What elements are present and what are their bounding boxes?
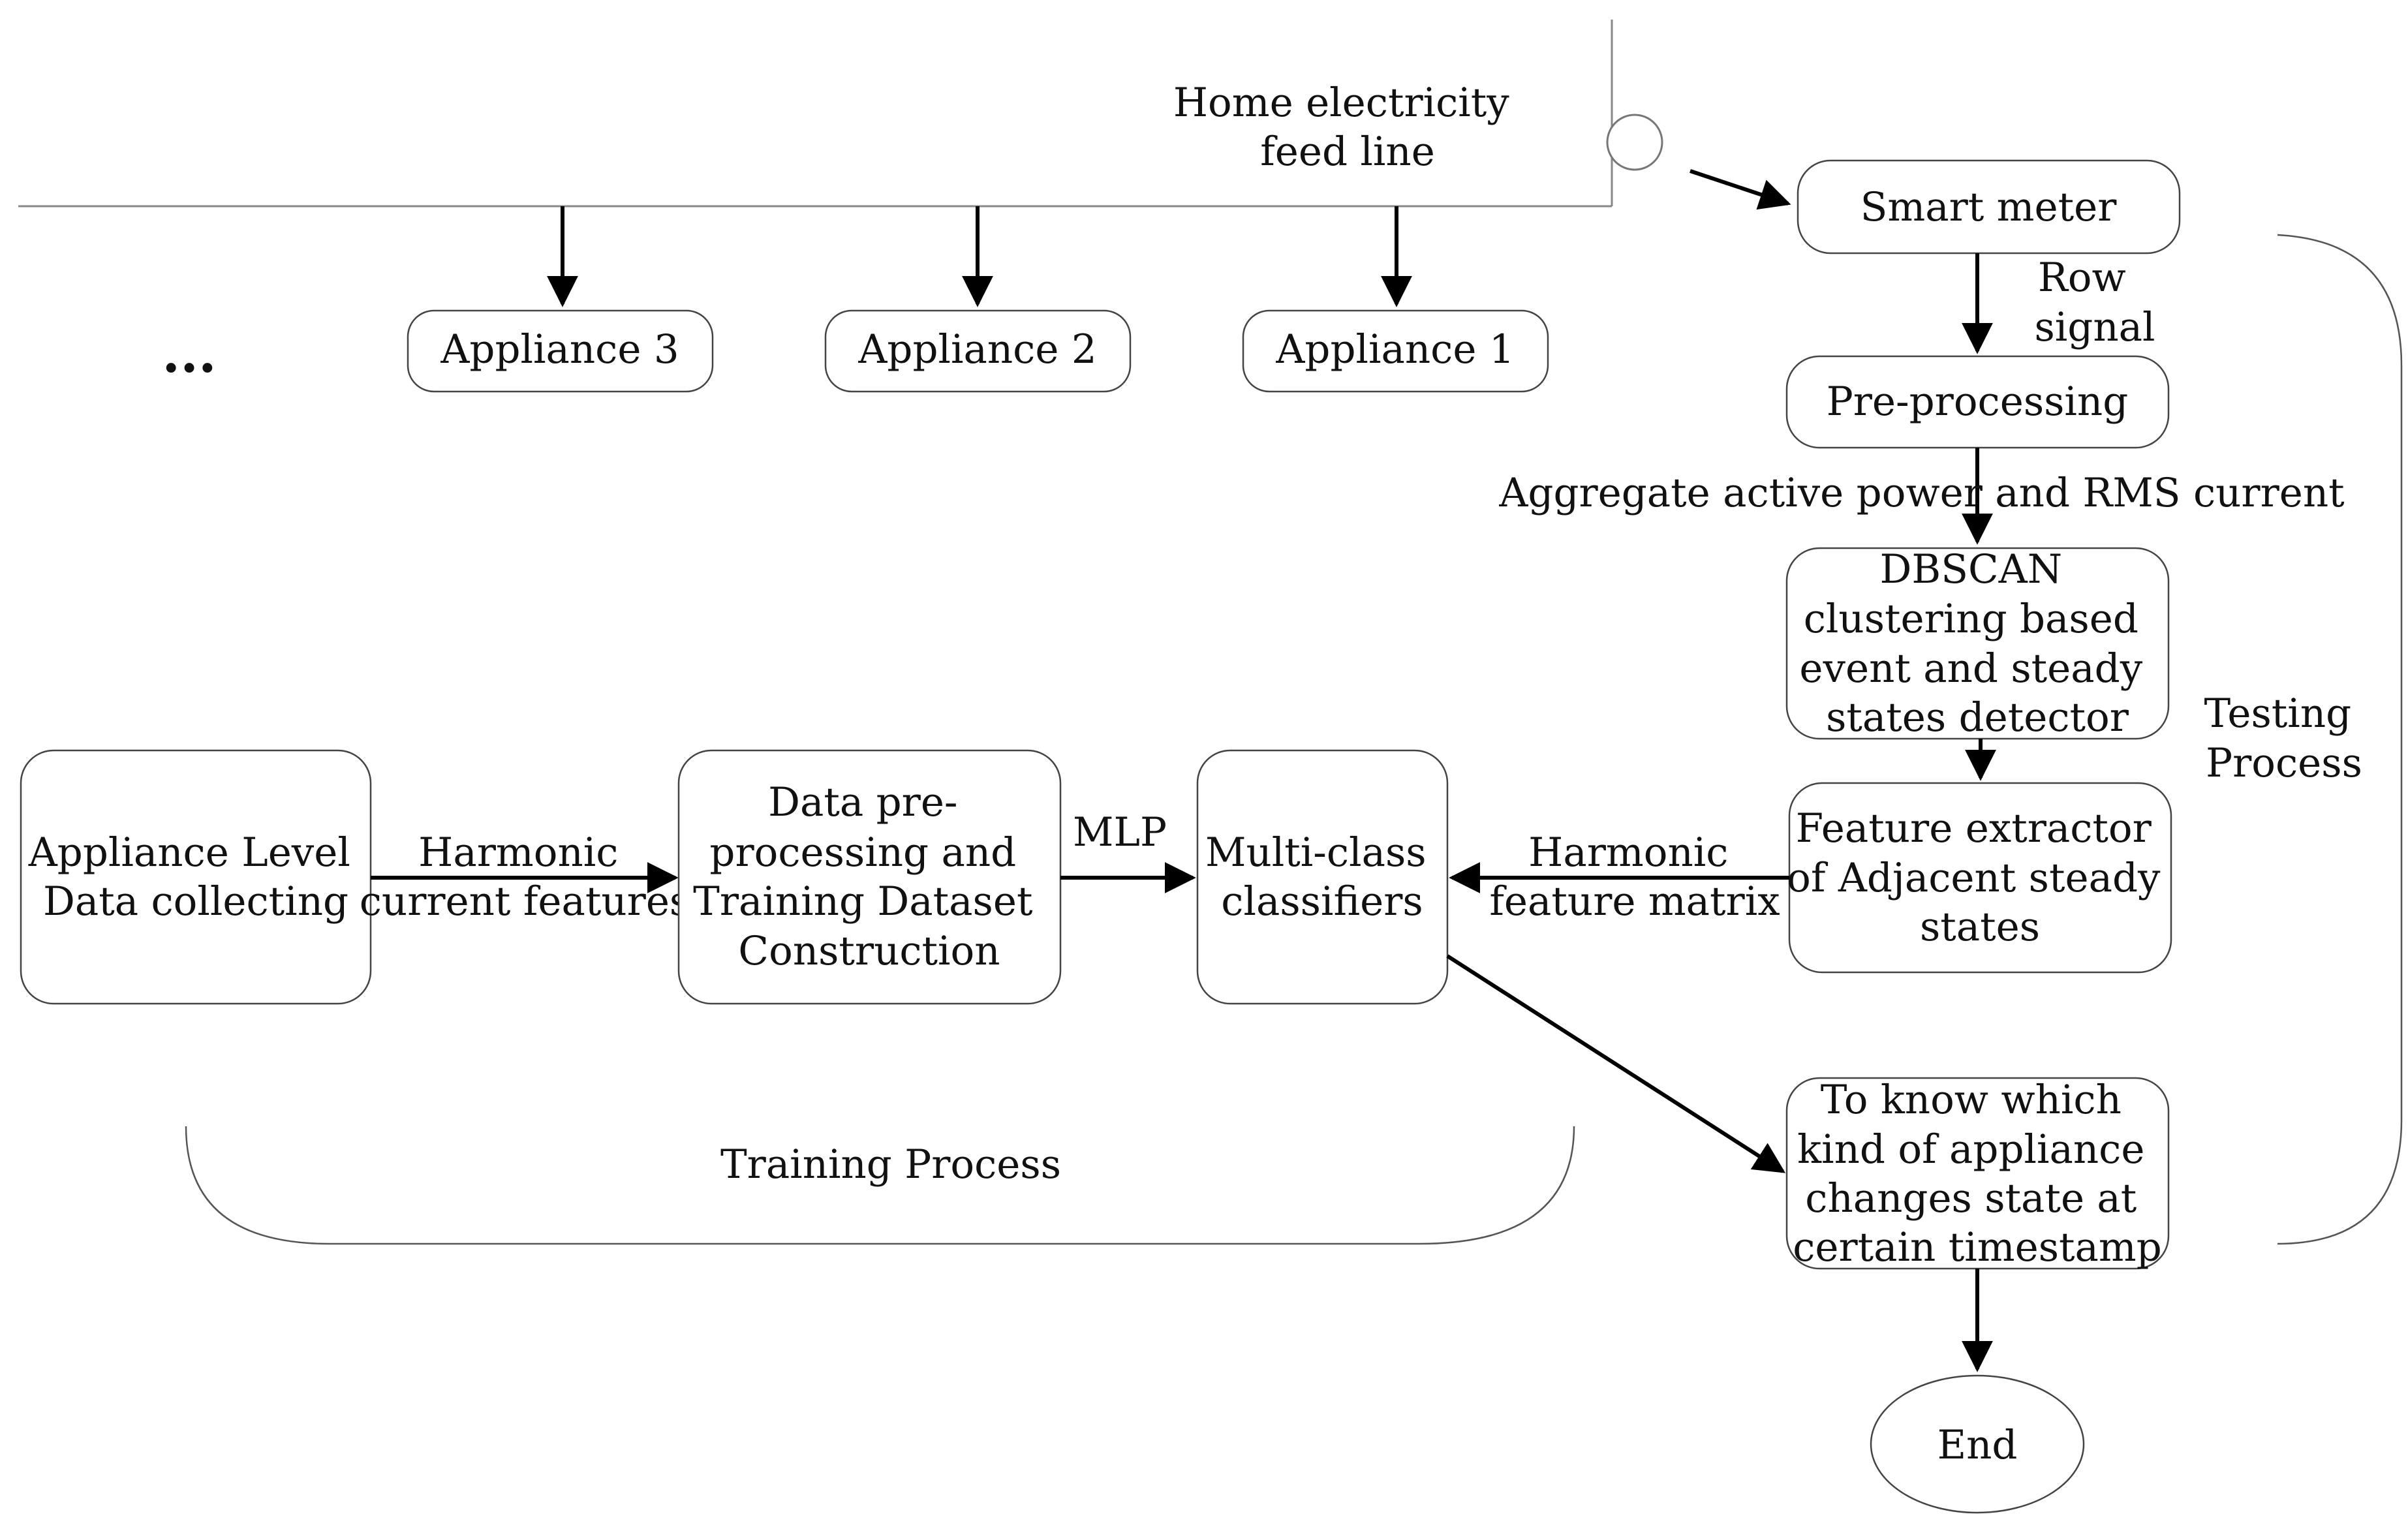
aggregate-label: Aggregate active power and RMS current — [1498, 470, 2345, 516]
result-label: To know which kind of appliance changes … — [1793, 1077, 2162, 1271]
appliance-level-label: Appliance Level Data collecting — [28, 829, 363, 925]
appliance-3-label: Appliance 3 — [440, 326, 679, 373]
pre-processing-label: Pre-processing — [1827, 378, 2129, 425]
feature-extractor-label: Feature extractor of Adjacent steady sta… — [1787, 805, 2173, 950]
appliance-level-node: Appliance Level Data collecting — [20, 749, 372, 1005]
testing-process-bracket — [2277, 234, 2403, 1245]
feature-extractor-node: Feature extractor of Adjacent steady sta… — [1787, 782, 2173, 974]
appliance-2-node: Appliance 2 — [824, 309, 1132, 393]
data-preprocessing-label: Data pre- processing and Training Datase… — [693, 779, 1045, 974]
end-label: End — [1937, 1422, 2018, 1468]
row-signal-label: Row signal — [2034, 254, 2155, 350]
data-preprocessing-node: Data pre- processing and Training Datase… — [677, 749, 1062, 1005]
appliance-feed-arrows — [547, 206, 1412, 307]
dbscan-detector-node: DBSCAN clustering based event and steady… — [1785, 546, 2170, 741]
multiclass-classifier-label: Multi-class classifiers — [1205, 829, 1439, 925]
sensor-to-meter-arrow — [1690, 169, 1791, 210]
feed-line-sensor — [1606, 114, 1663, 171]
appliance-1-label: Appliance 1 — [1275, 326, 1514, 373]
appliance-2-label: Appliance 2 — [857, 326, 1096, 373]
dbscan-detector-label: DBSCAN clustering based event and steady… — [1799, 546, 2155, 741]
multiclass-classifier-node: Multi-class classifiers — [1196, 749, 1449, 1005]
more-appliances-ellipsis: ... — [162, 323, 217, 384]
pre-processing-node: Pre-processing — [1785, 355, 2170, 449]
testing-process-label: Testing Process — [2204, 690, 2364, 786]
classifier-to-result-arrow — [1446, 954, 1786, 1173]
harmonic-feature-matrix-label: Harmonic feature matrix — [1489, 829, 1780, 925]
feed-line-label: Home electricity feed line — [1173, 80, 1522, 175]
smart-meter-label: Smart meter — [1860, 184, 2118, 230]
feed-line — [18, 20, 1663, 208]
smart-meter-node: Smart meter — [1797, 159, 2181, 254]
end-node: End — [1870, 1374, 2085, 1514]
training-process-bracket — [185, 1126, 1575, 1245]
appliance-3-node: Appliance 3 — [407, 309, 714, 393]
mlp-label: MLP — [1073, 809, 1167, 856]
harmonic-current-features-label: Harmonic current features — [360, 829, 690, 925]
training-process-label: Training Process — [720, 1141, 1061, 1188]
appliance-1-node: Appliance 1 — [1242, 309, 1549, 393]
result-node: To know which kind of appliance changes … — [1785, 1077, 2170, 1271]
